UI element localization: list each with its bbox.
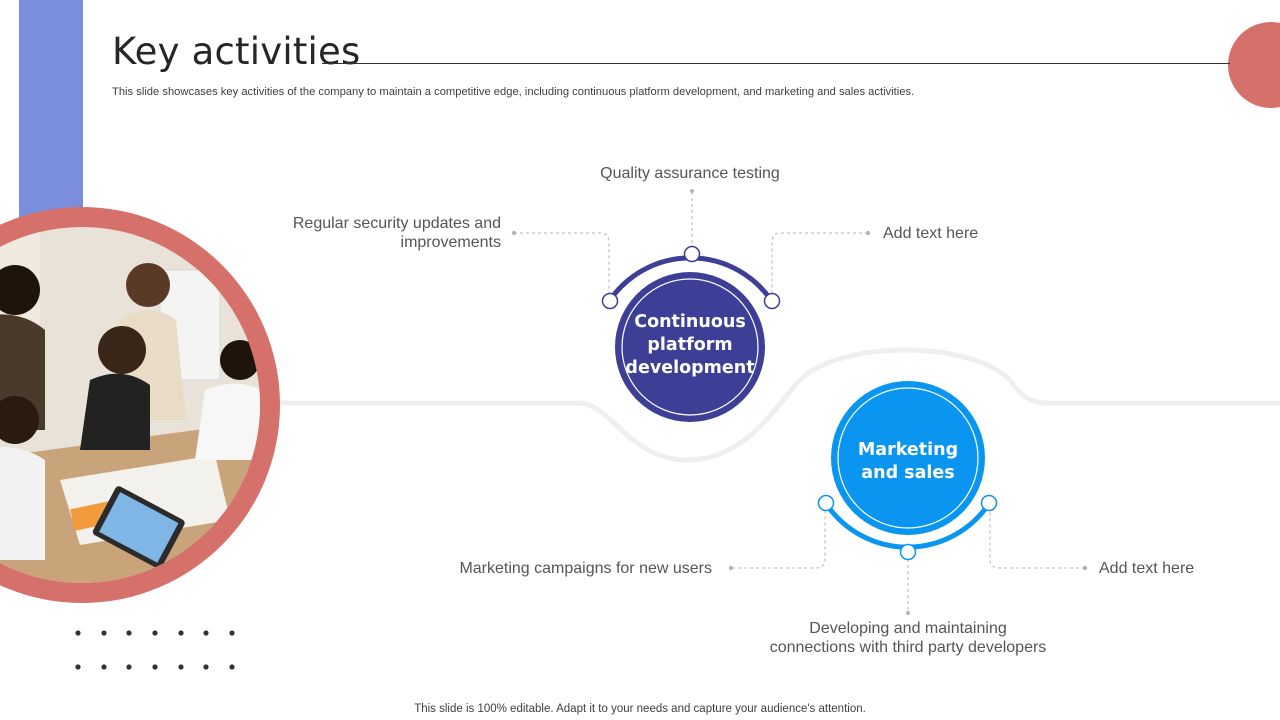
item-third-party-developers: Developing and maintaining connections w… <box>769 620 1047 656</box>
page-subtitle: This slide showcases key activities of t… <box>112 86 915 98</box>
item-marketing-add-text: Add text here <box>1099 560 1195 577</box>
dot-grid <box>75 630 235 670</box>
platform-hub-label: Continuous platform development <box>625 312 755 378</box>
connector-security <box>514 232 610 298</box>
title-rule <box>322 63 1230 64</box>
page-title: Key activities <box>112 30 361 73</box>
platform-hub <box>615 272 765 422</box>
node-campaigns <box>817 494 835 512</box>
connector-campaigns <box>732 511 826 569</box>
connector-marketing-right <box>989 511 1085 569</box>
accent-bar <box>19 0 83 235</box>
node-platform-right <box>763 292 781 310</box>
footer-note: This slide is 100% editable. Adapt it to… <box>414 703 866 715</box>
item-platform-add-text: Add text here <box>883 225 979 242</box>
item-marketing-campaigns: Marketing campaigns for new users <box>459 560 712 577</box>
connector-platform-right <box>771 232 868 298</box>
item-quality-assurance: Quality assurance testing <box>600 165 780 182</box>
node-developers <box>899 543 917 561</box>
marketing-hub-label: Marketing and sales <box>857 440 959 483</box>
node-qa <box>683 245 701 263</box>
node-marketing-right <box>980 494 998 512</box>
background-track <box>280 347 1280 463</box>
team-photo <box>0 227 260 583</box>
node-security <box>601 292 619 310</box>
marketing-hub <box>831 381 985 535</box>
item-security-updates: Regular security updates and improvement… <box>292 215 501 251</box>
